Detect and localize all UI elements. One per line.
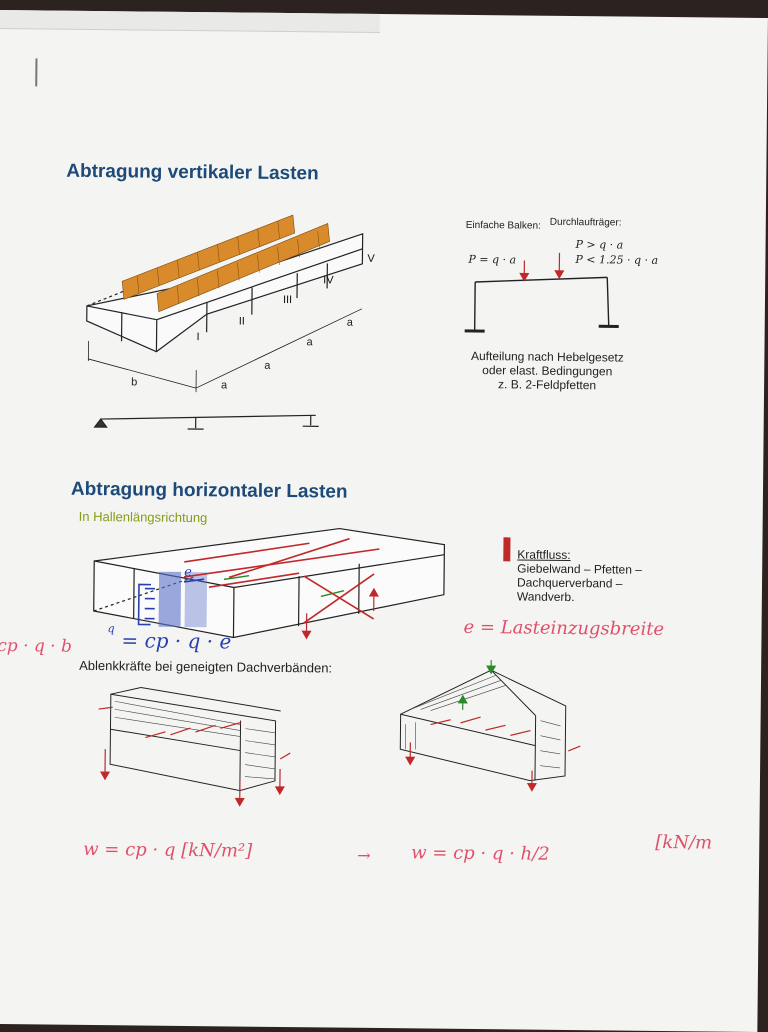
continuous-beam-label: Durchlaufträger:	[550, 216, 622, 231]
frame-note-line-3: z. B. 2-Feldpfetten	[452, 377, 642, 393]
paper-edge	[0, 10, 380, 33]
handwritten-e-definition: e = Lasteinzugsbreite	[463, 617, 664, 640]
hall-isometric-diagram: I II III IV V b a a a a	[75, 201, 397, 444]
dim-a-label-2: a	[264, 360, 271, 372]
kraftfluss-marker	[503, 537, 510, 561]
field-label-v: V	[367, 253, 375, 265]
handwritten-bottom-right: w = cp · q · h/2	[411, 842, 550, 864]
force-flow-note: Kraftfluss: Giebelwand – Pfetten – Dachq…	[517, 547, 642, 604]
force-flow-line-1: Giebelwand – Pfetten –	[517, 561, 642, 576]
field-label-iv: IV	[323, 274, 334, 286]
printed-sheet: Abtragung vertikaler Lasten	[0, 10, 768, 1032]
field-label-i: I	[197, 331, 200, 343]
dim-b-label: b	[131, 376, 137, 388]
handwritten-bottom-left: w = cp · q [kN/m²]	[83, 839, 252, 862]
handwritten-left-formula: cp · q · b	[0, 636, 72, 657]
deflection-forces-title: Ablenkkräfte bei geneigten Dachverbänden…	[79, 659, 332, 676]
force-flow-line-2: Dachquerverband –	[517, 575, 642, 590]
handwritten-arrow: →	[357, 846, 371, 865]
inclined-bracing-diagram-right	[390, 654, 591, 796]
horizontal-loads-title: Abtragung horizontaler Lasten	[71, 479, 348, 504]
inclined-bracing-diagram-left	[90, 679, 301, 811]
vertical-loads-title: Abtragung vertikaler Lasten	[66, 161, 319, 186]
dim-a-label-3: a	[306, 336, 313, 348]
continuous-formula-1: P > q · a	[575, 238, 623, 252]
continuous-formula-2: P < 1.25 · q · a	[575, 253, 658, 268]
dim-a-label-4: a	[347, 317, 354, 329]
handwritten-e-symbol: e	[184, 565, 192, 580]
dim-a-label-1: a	[221, 379, 228, 391]
force-flow-line-3: Wandverb.	[517, 589, 642, 604]
frame-note: Aufteilung nach Hebelgesetz oder elast. …	[452, 349, 642, 393]
handwritten-qw-label: q	[107, 622, 114, 635]
handwritten-qw-formula: = cp · q · e	[121, 628, 231, 653]
frame-note-line-1: Aufteilung nach Hebelgesetz	[452, 349, 642, 365]
field-label-ii: II	[239, 316, 245, 328]
simple-beam-label: Einfache Balken:	[466, 220, 541, 233]
field-label-iii: III	[283, 294, 292, 306]
force-flow-title: Kraftfluss:	[517, 547, 642, 562]
simple-beam-formula: P = q · a	[468, 253, 516, 267]
handwritten-bottom-unit: [kN/m	[655, 832, 712, 854]
pencil-mark	[35, 58, 37, 86]
